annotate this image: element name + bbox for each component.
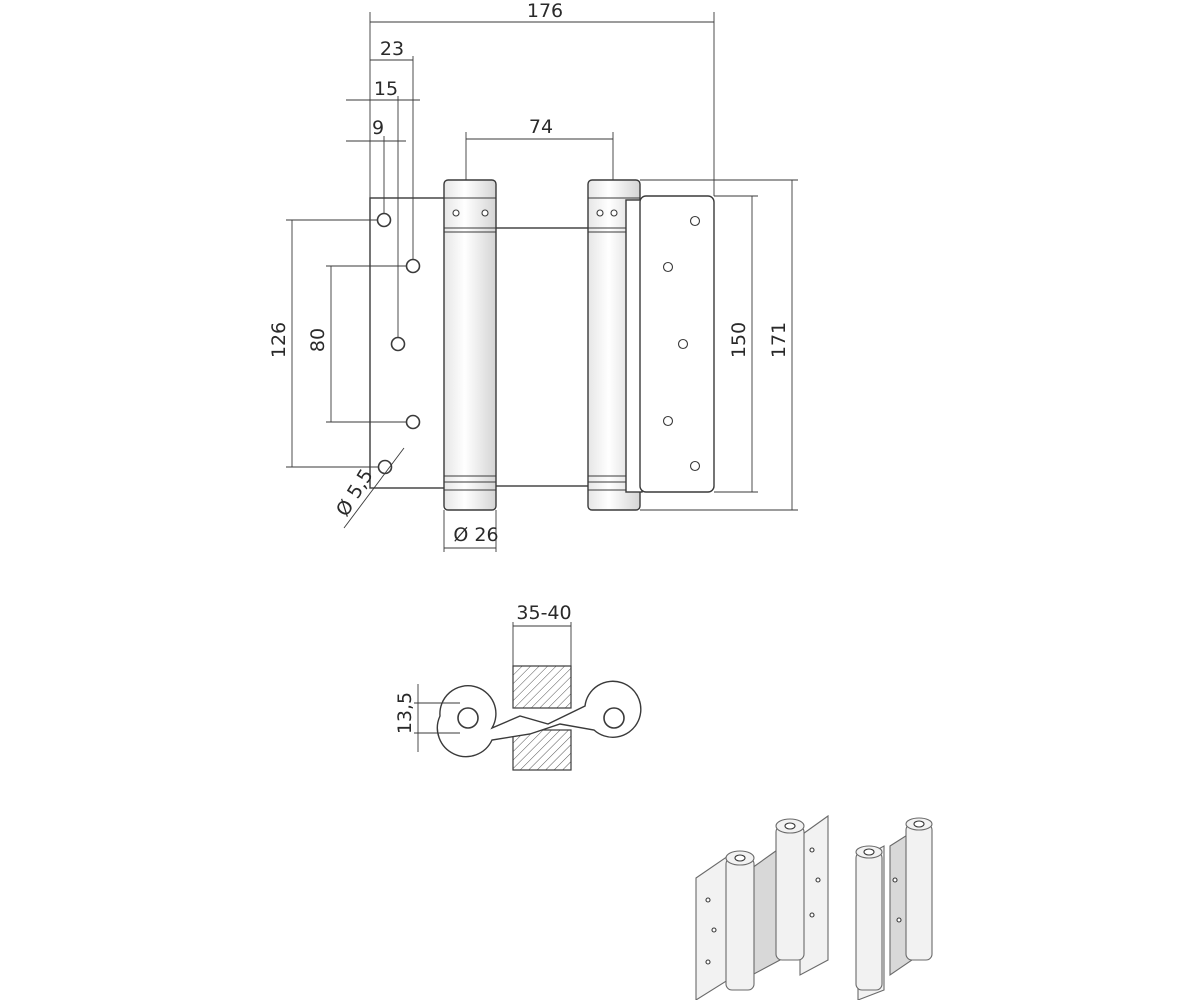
mounting-hole-icon <box>662 261 674 273</box>
dim-23: 23 <box>380 38 404 60</box>
mounting-hole-icon <box>689 460 701 472</box>
dim-176: 176 <box>527 0 563 22</box>
dim-barrel-diameter: Ø 26 <box>453 524 498 546</box>
mounting-hole-icon <box>376 212 392 228</box>
isometric-view-small <box>855 817 933 1000</box>
barrel-pin-icon <box>481 209 489 217</box>
dim-126: 126 <box>268 322 290 358</box>
barrel-pin-icon <box>596 209 604 217</box>
door-section-lower <box>512 729 572 771</box>
mounting-hole-icon <box>405 414 421 430</box>
mounting-hole-icon <box>689 215 701 227</box>
dim-80: 80 <box>307 328 329 352</box>
left-barrel <box>443 179 497 511</box>
dim-door-thickness: 35-40 <box>516 602 571 624</box>
dim-171: 171 <box>768 322 790 358</box>
door-section-upper <box>512 665 572 709</box>
center-web <box>493 227 591 487</box>
top-section-view: 35-40 13,5 <box>394 602 642 771</box>
isometric-view-large <box>695 814 829 1000</box>
hinge-profile <box>436 680 642 758</box>
dim-150: 150 <box>728 322 750 358</box>
mounting-hole-icon <box>662 415 674 427</box>
dim-9: 9 <box>372 117 384 139</box>
front-elevation-view <box>369 179 715 511</box>
dimension-labels: 176 23 15 9 74 126 80 Ø 5,5 Ø 26 150 171 <box>268 0 790 546</box>
pivot-hole-icon <box>457 707 479 729</box>
mounting-hole-icon <box>677 338 689 350</box>
left-leaf-plate <box>369 197 447 489</box>
dim-15: 15 <box>374 78 398 100</box>
dimension-lines <box>286 12 798 552</box>
dim-plate-offset: 13,5 <box>394 692 416 734</box>
pivot-hole-icon <box>603 707 625 729</box>
right-leaf-plate <box>625 195 715 493</box>
barrel-pin-icon <box>452 209 460 217</box>
mounting-hole-icon <box>405 258 421 274</box>
dim-74: 74 <box>529 116 553 138</box>
barrel-pin-icon <box>610 209 618 217</box>
mounting-hole-icon <box>390 336 406 352</box>
